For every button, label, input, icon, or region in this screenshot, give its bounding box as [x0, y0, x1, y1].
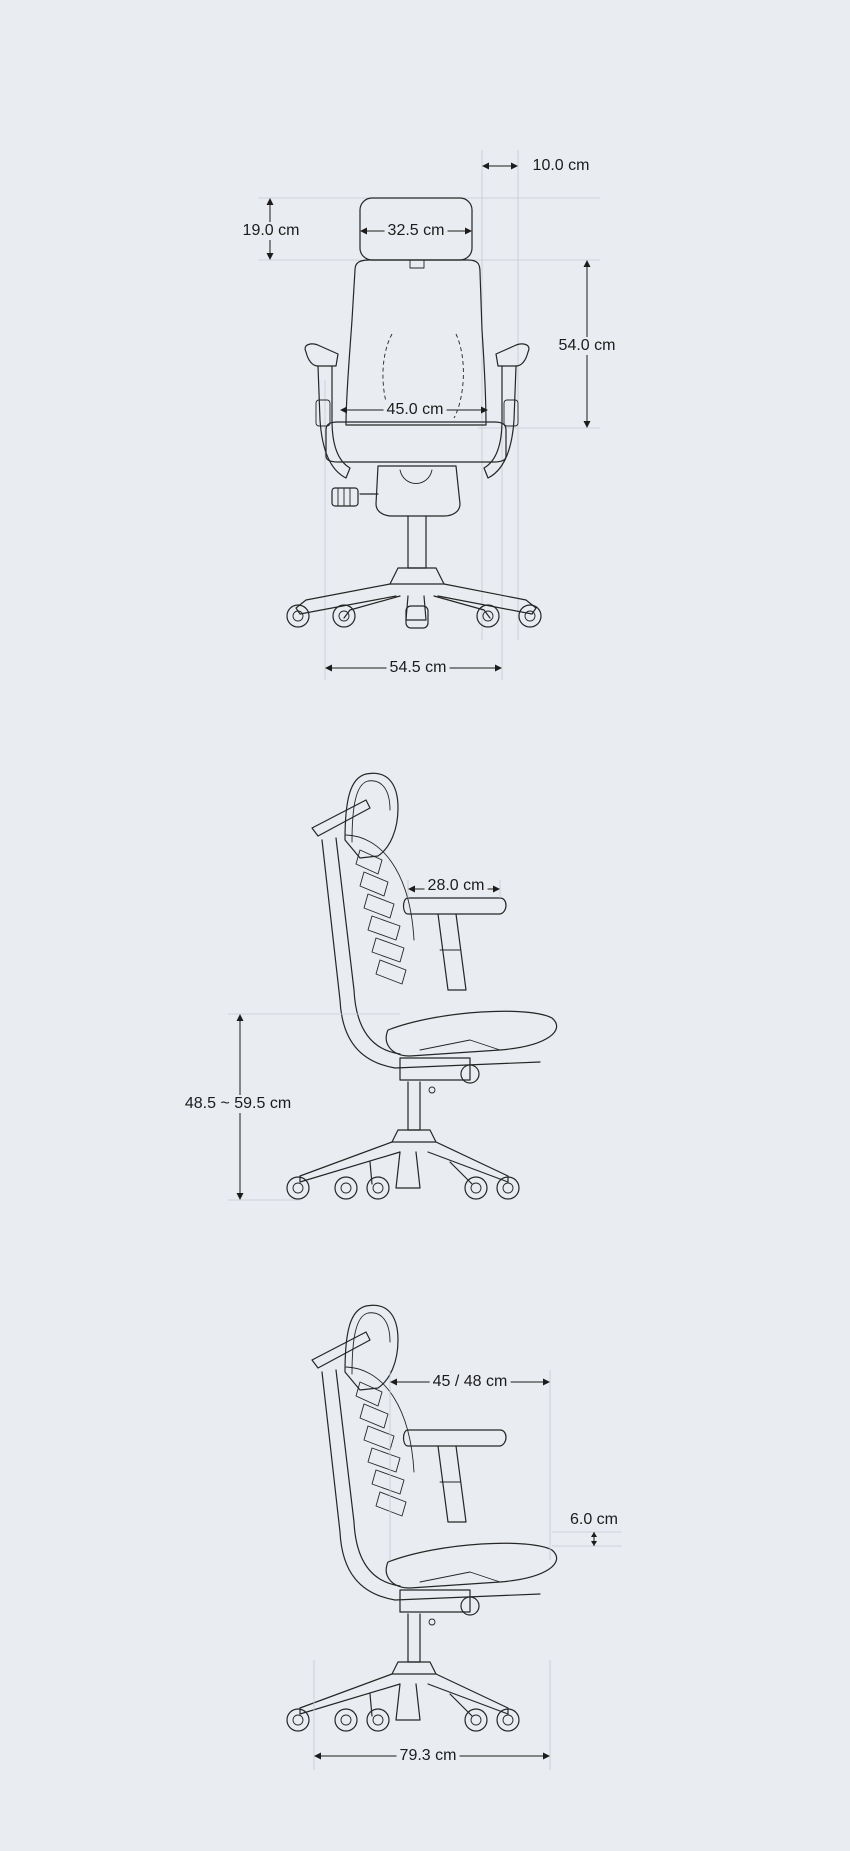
base-width-label: 54.5 cm: [386, 659, 450, 677]
seat-height-label: 48.5 ~ 59.5 cm: [181, 1095, 295, 1113]
seat-width-label: 45.0 cm: [383, 401, 447, 419]
side-dimension-lines: [236, 885, 500, 1200]
backrest-height-label: 54.0 cm: [555, 337, 619, 355]
side-view-chair: [228, 772, 558, 1201]
side-detail-chair: [286, 1304, 622, 1770]
overall-depth-label: 79.3 cm: [396, 1747, 460, 1765]
headrest-height-label: 19.0 cm: [239, 222, 303, 240]
side-detail-dimension-lines: [314, 1378, 597, 1760]
seat-slide-label: 6.0 cm: [566, 1511, 622, 1529]
seat-depth-label: 45 / 48 cm: [429, 1373, 511, 1391]
front-view-chair: [258, 150, 600, 680]
headrest-width-label: 32.5 cm: [384, 222, 448, 240]
armrest-length-label: 28.0 cm: [424, 877, 488, 895]
headrest-depth-label: 10.0 cm: [529, 157, 593, 175]
